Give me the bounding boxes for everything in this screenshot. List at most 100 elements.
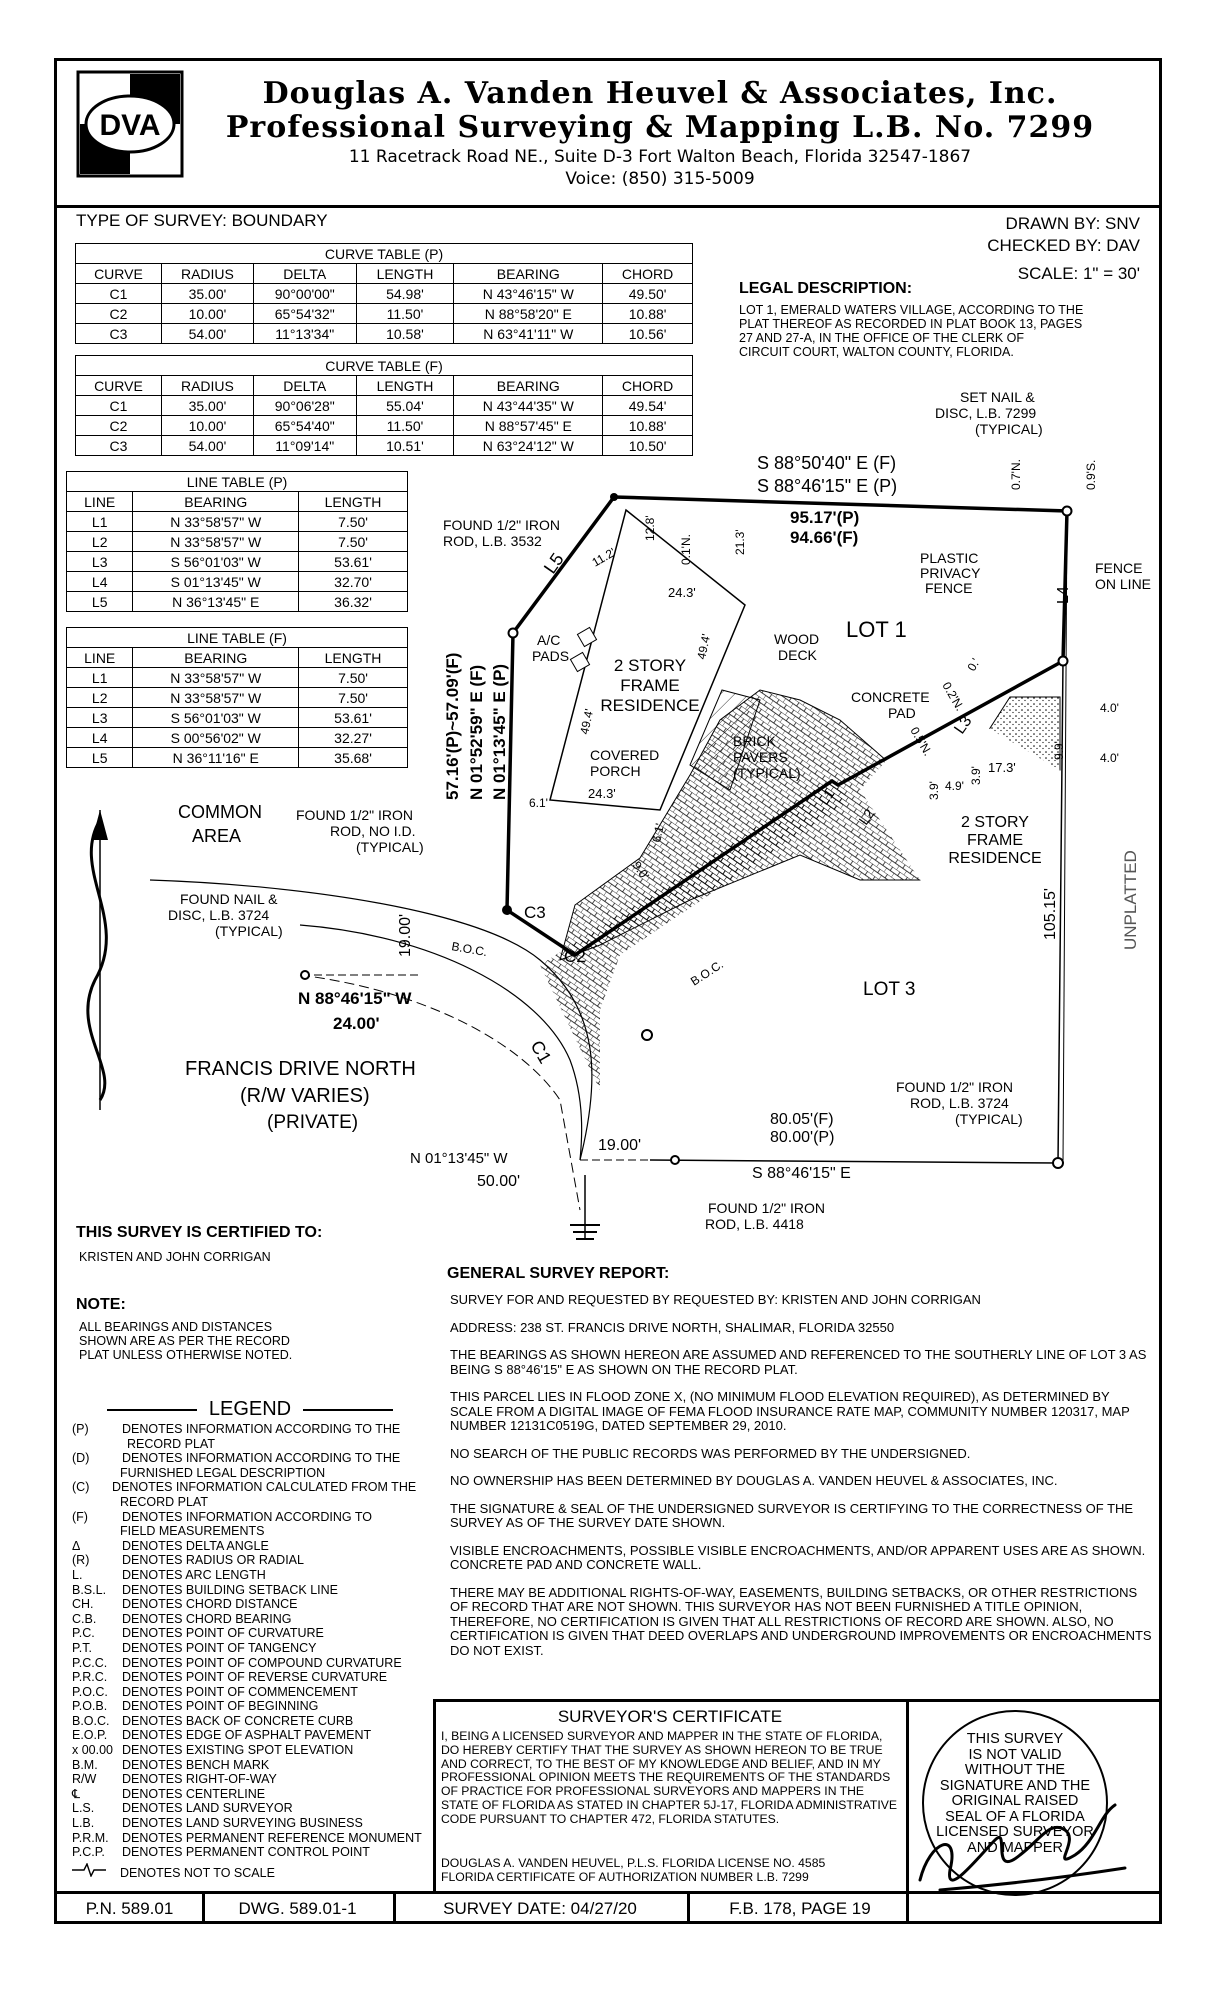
found-nail-2: DISC, L.B. 3724 [168, 907, 269, 923]
report-paragraph: NO SEARCH OF THE PUBLIC RECORDS WAS PERF… [450, 1445, 971, 1461]
ac-pad-1 [576, 626, 598, 648]
legal-title: LEGAL DESCRIPTION: [739, 280, 913, 297]
break-symbol-icon [570, 1175, 600, 1240]
plastic-fence-1: PLASTIC [920, 550, 978, 566]
survey-map: S 88°50'40" E (F) S 88°46'15" E (P) 95.1… [86, 389, 1151, 1240]
legend-item: P.C.DENOTES POINT OF CURVATURE [72, 1626, 324, 1641]
dim-24-3b: 24.3' [588, 786, 616, 801]
south-bearing: S 88°46'15" E [752, 1165, 851, 1182]
legend-title: LEGEND [70, 1398, 430, 1421]
set-nail-2: DISC, L.B. 7299 [935, 405, 1036, 421]
brick-pavers [559, 689, 921, 961]
legend-item: L.S.DENOTES LAND SURVEYOR [72, 1801, 293, 1816]
found-iron-top-2: ROD, L.B. 3532 [443, 533, 542, 549]
wood-deck-1: WOOD [774, 631, 819, 647]
checked-by: CHECKED BY: DAV [987, 236, 1140, 255]
curve-label-c1: C1 [527, 1037, 556, 1067]
col-header: BEARING [453, 263, 604, 284]
legend-item: P.C.P.DENOTES PERMANENT CONTROL POINT [72, 1845, 370, 1860]
line-label-l5: L5 [540, 549, 568, 577]
boc-label-1: B.O.C. [450, 939, 488, 959]
scale: SCALE: 1" = 30' [1017, 264, 1140, 283]
brick-pavers-1: BRICK [733, 733, 776, 749]
monument [300, 970, 310, 980]
boc-label-2: B.O.C. [688, 957, 726, 988]
col-header: CHORD [602, 375, 693, 396]
legal-text: LOT 1, EMERALD WATERS VILLAGE, ACCORDING… [739, 303, 1084, 359]
north-arrow-icon [86, 810, 108, 1110]
drawing-frame [54, 58, 1162, 1924]
dim-6-1b: 6.1' [649, 822, 667, 843]
set-nail-1: SET NAIL & [960, 389, 1035, 405]
legend-item: C.B.DENOTES CHORD BEARING [72, 1611, 292, 1626]
dim-3-9a: 3.9' [927, 781, 941, 800]
street-3: (PRIVATE) [267, 1112, 358, 1133]
company-name: Douglas A. Vanden Heuvel & Associates, I… [262, 76, 1058, 111]
fence-line [613, 496, 1068, 512]
footer-dwg: DWG. 589.01-1 [238, 1899, 357, 1918]
ac-pads-1: A/C [537, 632, 560, 648]
legend-item: L.B.DENOTES LAND SURVEYING BUSINESS [72, 1816, 363, 1831]
street-1: FRANCIS DRIVE NORTH [185, 1058, 416, 1080]
curve-label-c3: C3 [524, 903, 546, 922]
curve-table-p: CURVE TABLE (P) CURVE RADIUS DELTA LENGT… [75, 243, 693, 344]
house-3: RESIDENCE [600, 696, 699, 715]
dim-12-8: 12.8' [643, 515, 657, 541]
certificate-divider [906, 1699, 909, 1891]
common-area-2: AREA [192, 826, 241, 846]
legend-item: ℄DENOTES CENTERLINE [72, 1786, 266, 1801]
certificate-signer: DOUGLAS A. VANDEN HEUVEL, P.L.S. FLORIDA… [441, 1856, 826, 1870]
wood-deck-2: DECK [778, 647, 818, 663]
monument [1061, 505, 1073, 517]
curve-table-f: CURVE TABLE (F) CURVE RADIUS DELTA LENGT… [75, 355, 693, 456]
house-1: 2 STORY [614, 656, 686, 675]
west-dist: 57.16'(P)~57.09'(F) [443, 653, 462, 800]
bottom-bearing: N 01°13'45" W [410, 1150, 508, 1167]
dim-3-9b: 3.9' [969, 766, 983, 785]
covered-porch-1: COVERED [590, 747, 659, 763]
found-iron-3724-3: (TYPICAL) [955, 1111, 1023, 1127]
lot3-label: LOT 3 [863, 979, 915, 1000]
west-bearing-p: N 01°13'45" E (P) [490, 664, 509, 800]
found-iron-noid-3: (TYPICAL) [356, 839, 424, 855]
dim-4-0b: 4.0' [1100, 751, 1119, 765]
road-edge [299, 924, 583, 1161]
legend-item: B.O.C.DENOTES BACK OF CONCRETE CURB [72, 1713, 354, 1728]
dim-4-9: 4.9' [945, 779, 964, 793]
legend-item: (C)DENOTES INFORMATION CALCULATED FROM T… [72, 1480, 417, 1509]
road-dist: 24.00' [333, 1014, 380, 1033]
dim-24-3: 24.3' [668, 585, 696, 600]
house2-1: 2 STORY [961, 814, 1029, 831]
not-to-scale-icon [72, 1861, 112, 1881]
legend-item: E.O.P.DENOTES EDGE OF ASPHALT PAVEMENT [72, 1728, 372, 1743]
certificate-title: SURVEYOR'S CERTIFICATE [557, 1707, 783, 1726]
brick-pavers-2: PAVERS [733, 749, 788, 765]
footer-fb: F.B. 178, PAGE 19 [729, 1899, 871, 1918]
house2-2: FRAME [967, 832, 1023, 849]
found-iron-3724-1: FOUND 1/2" IRON [896, 1079, 1013, 1095]
top-bearing-f: S 88°50'40" E (F) [757, 453, 896, 473]
dim-0-9s: 0.9'S. [1084, 460, 1098, 490]
found-iron-noid-2: ROD, NO I.D. [330, 823, 416, 839]
legend-item: L.DENOTES ARC LENGTH [72, 1567, 266, 1582]
covered-porch-2: PORCH [590, 763, 641, 779]
legend-item: B.M.DENOTES BENCH MARK [72, 1757, 270, 1772]
found-nail-1: FOUND NAIL & [180, 891, 278, 907]
legend-item: P.T.DENOTES POINT OF TANGENCY [72, 1640, 317, 1655]
legend-item: DENOTES NOT TO SCALE [72, 1861, 442, 1881]
found-iron-3724-2: ROD, L.B. 3724 [910, 1095, 1009, 1111]
top-bearing-p: S 88°46'15" E (P) [757, 476, 897, 496]
title-block [57, 61, 1159, 208]
